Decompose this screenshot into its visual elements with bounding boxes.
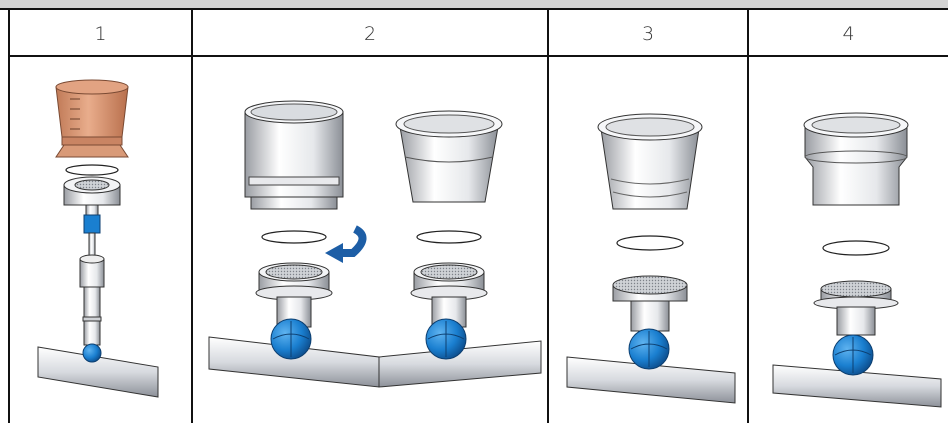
steel-funnel-tapered bbox=[396, 111, 502, 202]
filter-holder bbox=[613, 276, 687, 331]
blue-valve bbox=[83, 344, 101, 362]
filter-holder bbox=[411, 263, 487, 327]
o-ring bbox=[417, 231, 481, 243]
step-1-illustration bbox=[10, 57, 191, 423]
filter-holder bbox=[64, 177, 120, 233]
steel-funnel-tapered bbox=[598, 114, 702, 209]
column-header-2: 2 bbox=[193, 12, 547, 55]
o-ring bbox=[617, 236, 683, 250]
table-top-bar bbox=[0, 0, 948, 10]
column-header-3: 3 bbox=[549, 12, 747, 55]
step-4-illustration bbox=[749, 57, 948, 423]
filter-holder bbox=[814, 281, 898, 335]
steel-funnel-stepped bbox=[804, 113, 908, 205]
o-ring bbox=[823, 241, 889, 255]
column-header-4: 4 bbox=[749, 12, 948, 55]
rotate-arrow-icon bbox=[325, 229, 363, 263]
o-ring bbox=[66, 165, 118, 175]
step-2-illustration bbox=[193, 57, 547, 423]
o-ring bbox=[262, 231, 326, 243]
orange-funnel bbox=[56, 80, 128, 157]
steel-funnel-straight bbox=[245, 101, 343, 209]
filter-holder bbox=[256, 263, 332, 327]
column-header-1: 1 bbox=[10, 12, 191, 55]
step-3-illustration bbox=[549, 57, 747, 423]
manifold-body bbox=[80, 255, 104, 345]
